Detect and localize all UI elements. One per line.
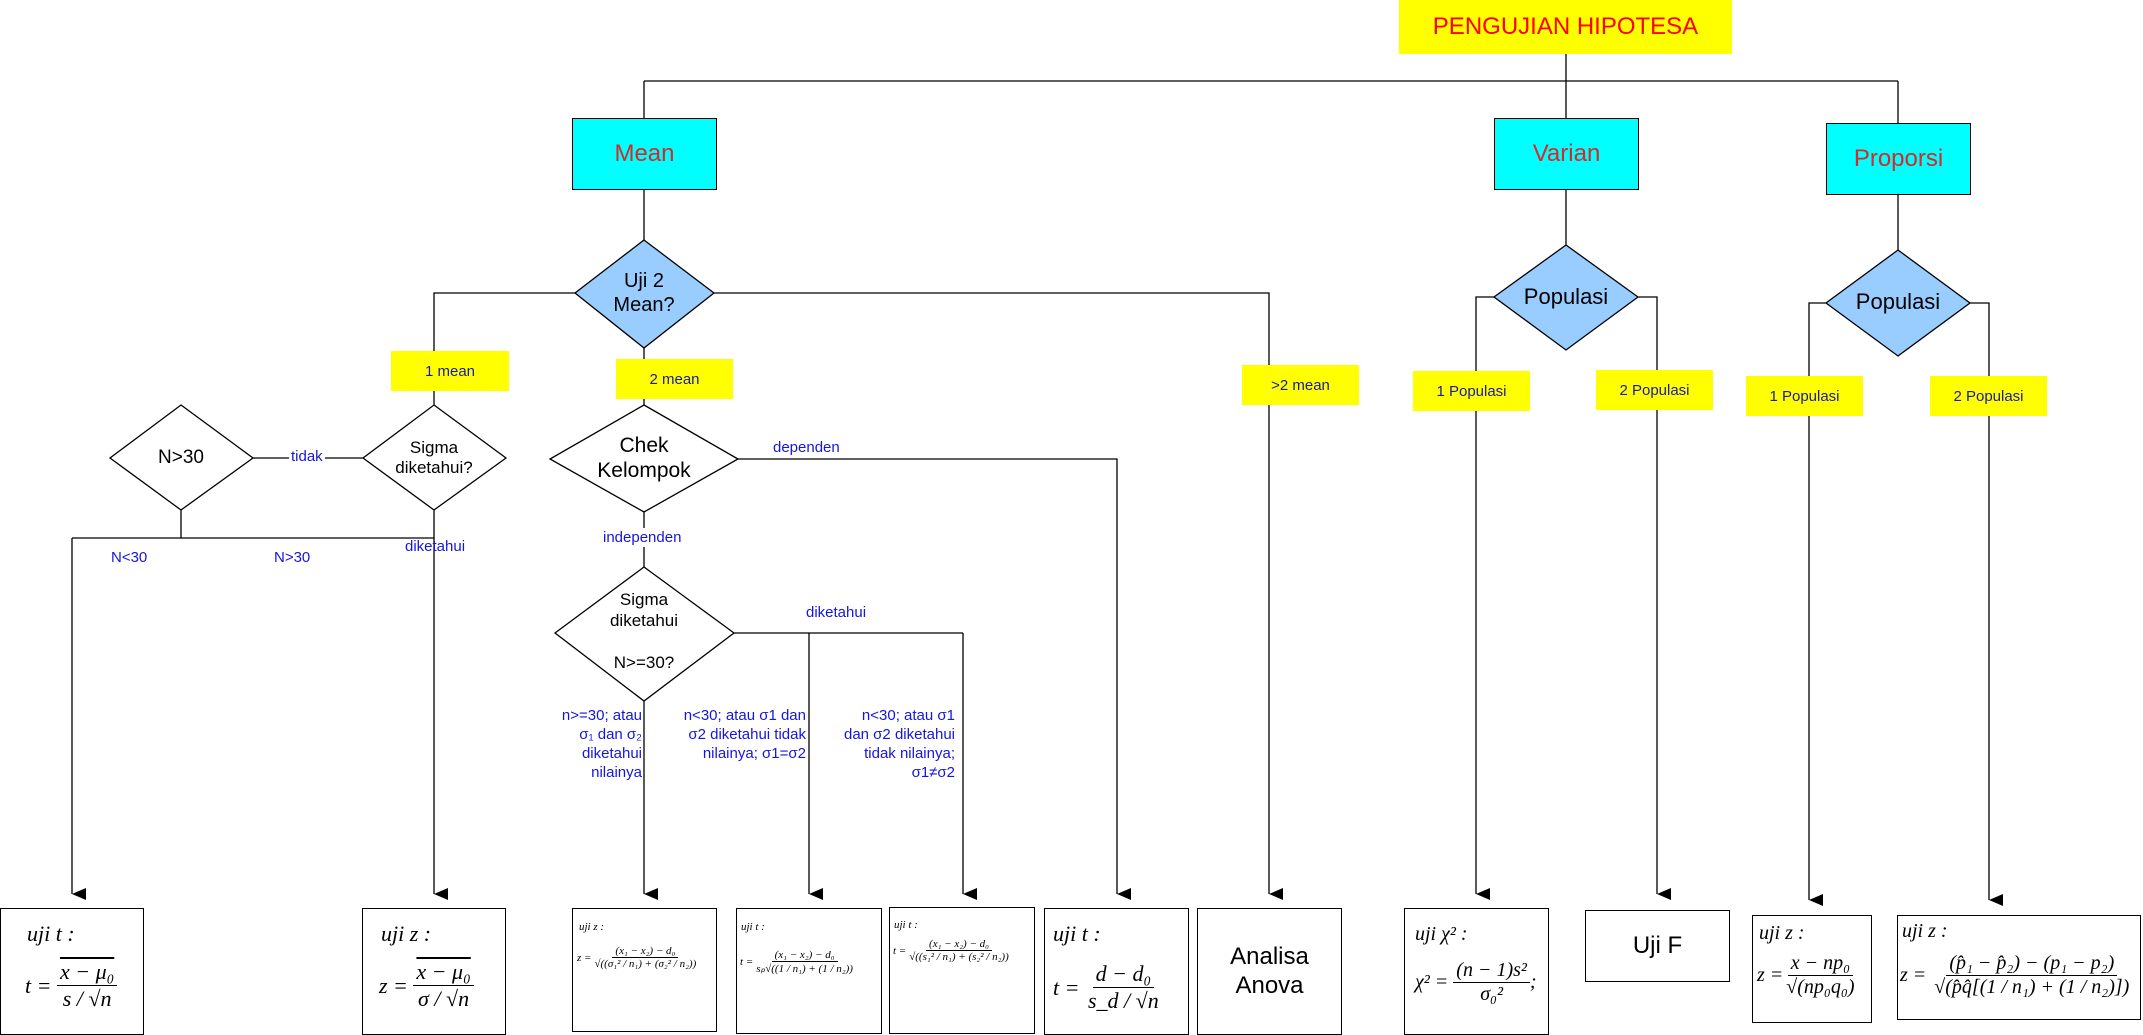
popp-left xyxy=(1808,302,1826,906)
edge-label-diketahui-1: diketahui xyxy=(405,538,466,555)
popp-right xyxy=(1970,302,2003,906)
diamond-populasi-varian xyxy=(1492,244,1640,351)
diamond-sigma2 xyxy=(553,566,736,702)
decision-sigma1-text: Sigma diketahui? xyxy=(395,437,473,477)
branch-label-proporsi-1-populasi: 1 Populasi xyxy=(1746,376,1863,416)
edge-label-condition-c: n<30; atau σ1 dan σ2 diketahui tidak nil… xyxy=(843,707,955,781)
decision-uji2mean-text: Uji 2 Mean? xyxy=(613,270,675,316)
branch-label-gt2-mean: >2 mean xyxy=(1242,365,1359,405)
decision-n30-text: N>30 xyxy=(158,446,204,468)
category-mean: Mean xyxy=(572,118,717,190)
category-varian: Varian xyxy=(1494,118,1639,190)
result-uji-z-proporsi-2-populasi: uji z : z = (p̂₁ − p̂₂) − (p₁ − p₂)√(p̂q… xyxy=(1897,915,2141,1020)
result-uji-z-two-mean-independen: uji z : z = (x₁ − x₂) − d₀√((σ₁² / n₁) +… xyxy=(572,908,717,1032)
uji2-right xyxy=(714,292,1283,900)
result-uji-t-two-mean-sigma-beda: uji t : t = (x₁ − x₂) − d₀√((s₁² / n₁) +… xyxy=(889,907,1035,1034)
edge-label-n-gt30: N>30 xyxy=(274,549,311,566)
edge-label-tidak: tidak xyxy=(289,447,325,466)
result-uji-f: Uji F xyxy=(1585,910,1730,982)
branch-label-varian-1-populasi: 1 Populasi xyxy=(1413,371,1530,411)
diamond-uji2mean xyxy=(573,239,716,349)
diamond-n30 xyxy=(108,404,255,511)
popv-left xyxy=(1475,296,1494,900)
edge-label-dependen: dependen xyxy=(773,439,840,456)
decision-populasi-proporsi-text: Populasi xyxy=(1855,288,1941,314)
chek-right xyxy=(738,458,1131,900)
diamond-sigma1 xyxy=(361,404,508,511)
branch-label-varian-2-populasi: 2 Populasi xyxy=(1596,370,1713,410)
diamond-populasi-proporsi xyxy=(1824,249,1972,357)
popv-right xyxy=(1638,296,1671,900)
branch-label-2-mean: 2 mean xyxy=(616,359,733,399)
edge-label-independen: independen xyxy=(601,528,684,547)
edge-label-diketahui-2: diketahui xyxy=(806,604,867,621)
result-uji-z-proporsi-1-populasi: uji z : z = x − np₀√(np₀q₀) xyxy=(1752,915,1872,1023)
decision-sigma2-text: Sigma diketahui N>=30? xyxy=(609,589,679,673)
branch-label-proporsi-2-populasi: 2 Populasi xyxy=(1930,376,2047,416)
result-analisa-anova: Analisa Anova xyxy=(1197,908,1342,1035)
category-proporsi: Proporsi xyxy=(1826,123,1971,195)
branch-label-1-mean: 1 mean xyxy=(391,351,509,391)
decision-chek-text: Chek Kelompok xyxy=(597,433,691,482)
decision-populasi-varian-text: Populasi xyxy=(1523,283,1609,309)
edge-label-condition-a: n>=30; atau σ₁ dan σ₂ diketahui nilainya xyxy=(561,707,642,781)
edge-label-n-lt30: N<30 xyxy=(111,549,148,566)
page-title: PENGUJIAN HIPOTESA xyxy=(1399,0,1732,54)
diamond-chek xyxy=(548,404,740,513)
edge-label-condition-b: n<30; atau σ1 dan σ2 diketahui tidak nil… xyxy=(683,707,806,762)
